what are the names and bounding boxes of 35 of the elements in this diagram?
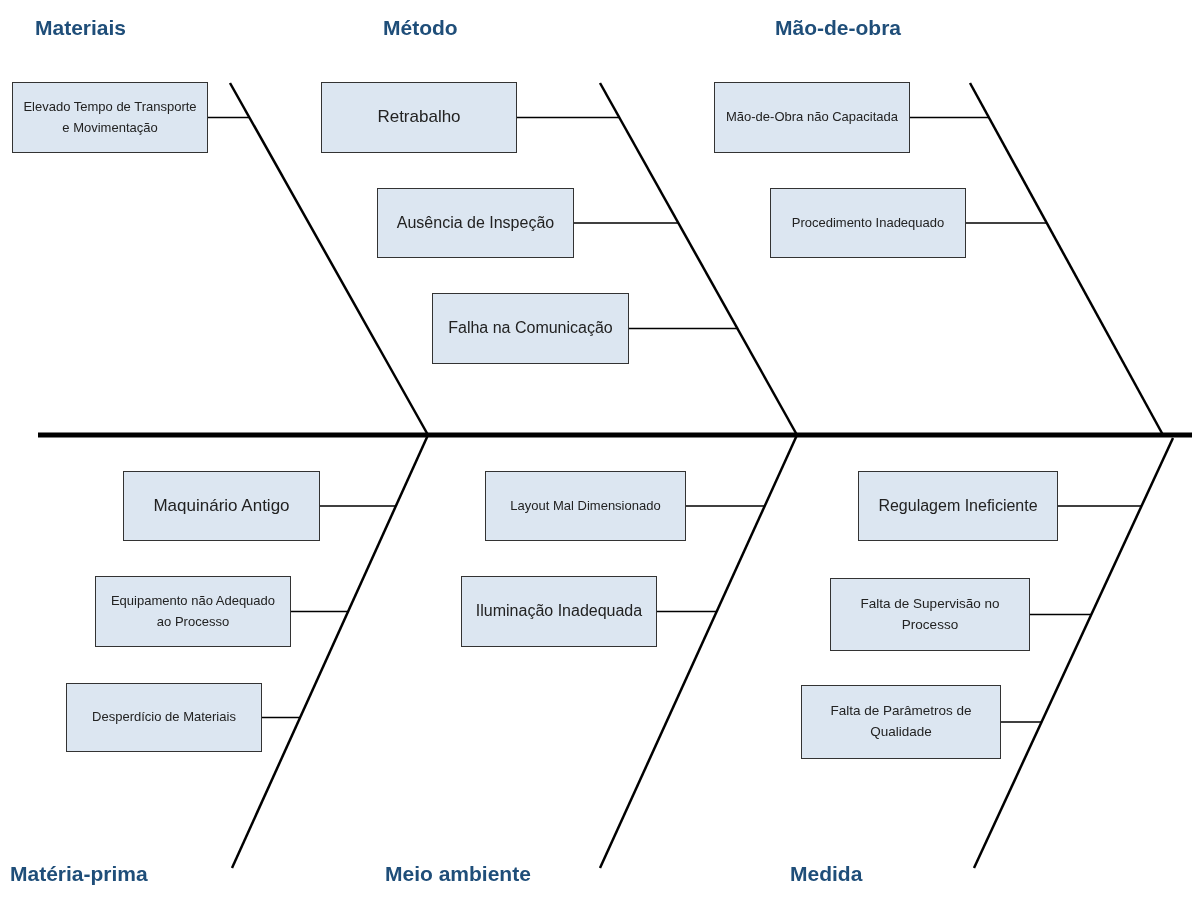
connector-line <box>1057 505 1143 507</box>
cause-box: Regulagem Ineficiente <box>858 471 1058 541</box>
connector-line <box>573 222 679 224</box>
connector-line <box>909 116 990 119</box>
category-heading: Mão-de-obra <box>775 16 901 40</box>
cause-box: Ausência de Inspeção <box>377 188 574 258</box>
connector-line <box>628 327 739 330</box>
connector-line <box>1000 721 1043 723</box>
category-heading: Matéria-prima <box>10 862 148 886</box>
cause-box: Layout Mal Dimensionado <box>485 471 686 541</box>
category-heading: Método <box>383 16 458 40</box>
cause-box: Equipamento não Adequado ao Processo <box>95 576 291 647</box>
connector-line <box>656 610 718 613</box>
cause-box: Mão-de-Obra não Capacitada <box>714 82 910 153</box>
cause-box: Iluminação Inadequada <box>461 576 657 647</box>
cause-box: Procedimento Inadequado <box>770 188 966 258</box>
connector-line <box>965 222 1048 224</box>
connector-line <box>685 505 766 507</box>
cause-box: Maquinário Antigo <box>123 471 320 541</box>
cause-box: Falha na Comunicação <box>432 293 629 364</box>
cause-box: Retrabalho <box>321 82 517 153</box>
connector-line <box>290 610 349 613</box>
connector-line <box>207 116 251 119</box>
category-heading: Meio ambiente <box>385 862 531 886</box>
cause-box: Elevado Tempo de Transporte e Movimentação <box>12 82 208 153</box>
connector-line <box>319 505 397 507</box>
cause-box: Falta de Parâmetros de Qualidade <box>801 685 1001 759</box>
cause-box: Falta de Supervisão no Processo <box>830 578 1030 651</box>
connector-line <box>516 116 620 119</box>
category-heading: Materiais <box>35 16 127 40</box>
cause-box: Desperdício de Materiais <box>66 683 262 752</box>
category-bone <box>968 82 1165 436</box>
connector-line <box>1029 613 1092 616</box>
category-heading: Medida <box>790 862 863 886</box>
connector-line <box>261 716 301 719</box>
